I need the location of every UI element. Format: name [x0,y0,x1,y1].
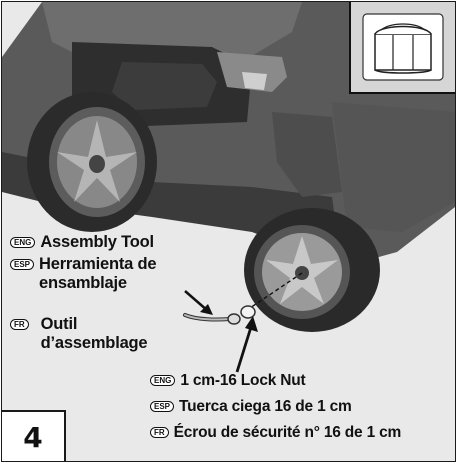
assembly-tool-icon [183,313,241,325]
tool-label-fr-text: Outil d’assemblage [40,315,148,352]
eng-badge: ENG [150,375,176,386]
nut-label-fr: FR Écrou de sécurité n° 16 de 1 cm [150,424,401,442]
nut-label-fr-text: Écrou de sécurité n° 16 de 1 cm [173,424,402,441]
fr-badge: FR [150,427,169,438]
lock-nut-icon [351,2,455,92]
step-number: 4 [23,421,43,454]
lock-nut-inset [349,2,455,94]
tool-label-esp: ESP Herramienta de ensamblaje [10,255,220,293]
nut-label-eng: ENG 1 cm-16 Lock Nut [150,372,306,390]
tool-label-esp-text: Herramienta de ensamblaje [39,255,157,292]
nut-label-eng-text: 1 cm-16 Lock Nut [180,372,306,389]
eng-badge: ENG [10,237,36,248]
tool-label-eng-text: Assembly Tool [40,233,154,251]
step-number-box: 4 [2,410,66,461]
tool-label-fr: FR Outil d’assemblage [10,315,180,353]
tool-label-eng: ENG Assembly Tool [10,233,154,252]
fr-badge: FR [10,319,29,330]
nut-label-esp: ESP Tuerca ciega 16 de 1 cm [150,398,352,416]
esp-badge: ESP [150,401,175,412]
nut-label-esp-text: Tuerca ciega 16 de 1 cm [179,398,352,415]
esp-badge: ESP [10,259,35,270]
